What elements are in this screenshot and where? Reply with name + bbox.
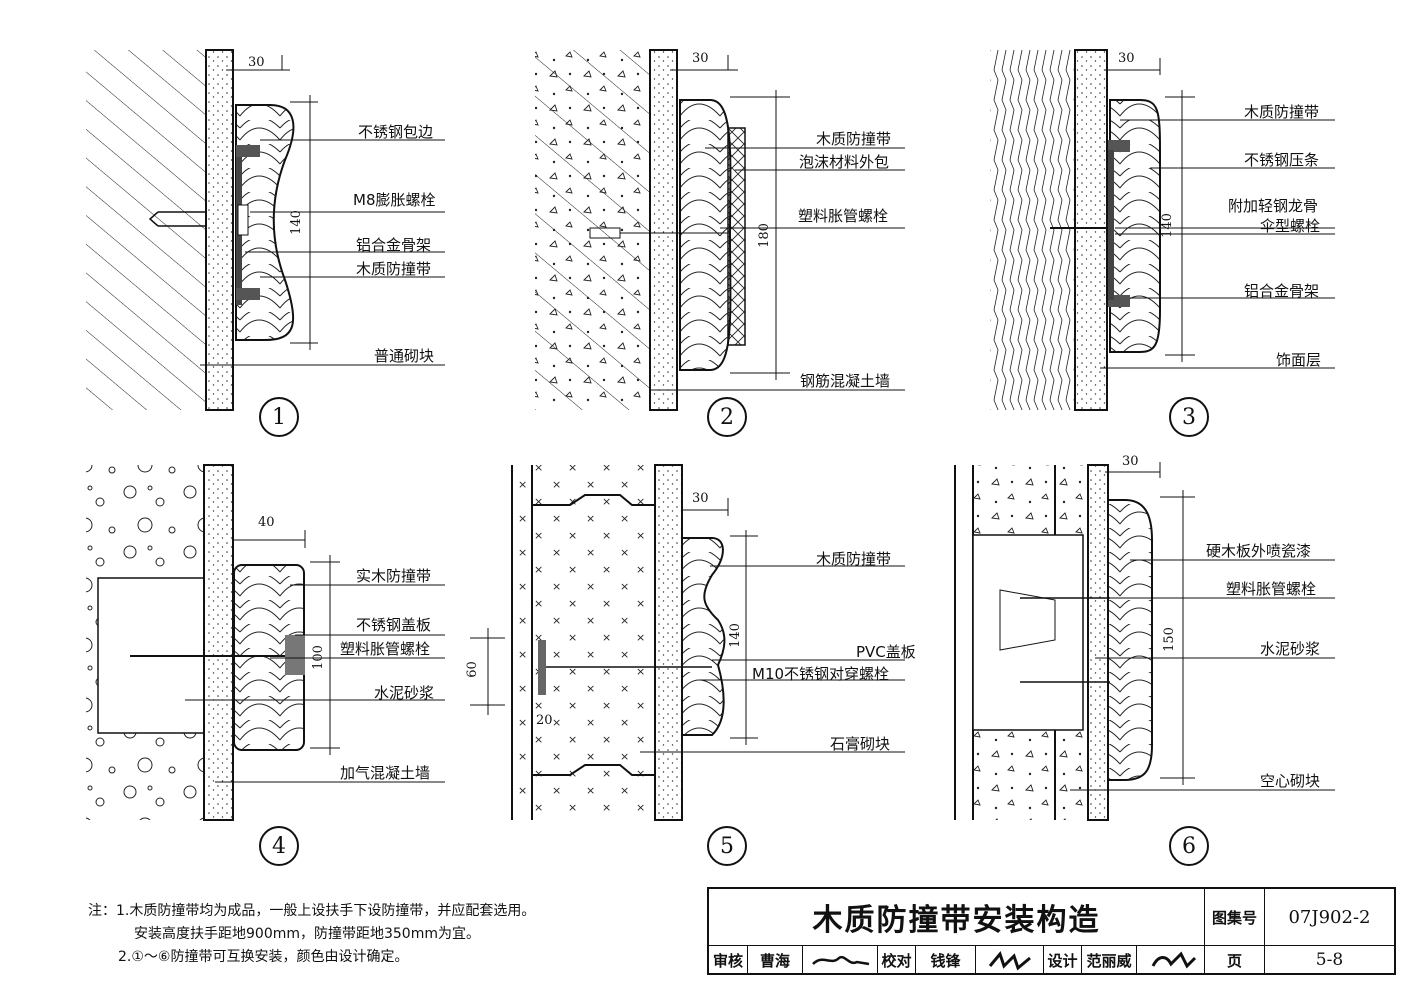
d5-dim-20: 20 <box>536 713 553 728</box>
d5-label-m10-through-bolt: M10不锈钢对穿螺栓 <box>752 665 890 683</box>
d5-dim-30: 30 <box>692 491 709 506</box>
designer-signature <box>1136 945 1204 975</box>
d2-dim-180: 180 <box>756 223 772 248</box>
d2-label-concrete-wall: 钢筋混凝土墙 <box>800 372 891 390</box>
d5-label-wood-bumper: 木质防撞带 <box>816 550 892 568</box>
d6-label-cement-mortar: 水泥砂浆 <box>1260 640 1321 658</box>
d1-dim-30: 30 <box>248 55 265 70</box>
note-2: 2.①～⑥防撞带可互换安装，颜色由设计确定。 <box>118 949 409 965</box>
checker-signature <box>975 945 1043 975</box>
title-block: 木质防撞带安装构造 图集号 07J902-2 审核 曹海 校对 钱锋 设计 范丽… <box>707 887 1396 975</box>
d4-label-cement-mortar: 水泥砂浆 <box>374 684 435 702</box>
detail-number-3: 3 <box>1169 397 1209 437</box>
d1-label-wood-bumper: 木质防撞带 <box>356 260 432 278</box>
detail-number-2: 2 <box>707 397 747 437</box>
d3-dim-30: 30 <box>1118 51 1135 66</box>
check-label: 校对 <box>877 945 915 975</box>
d1-label-block: 普通砌块 <box>374 347 435 365</box>
d5-dim-140: 140 <box>727 623 743 648</box>
reviewer-name: 曹海 <box>747 945 802 975</box>
reviewer-signature-image <box>812 955 870 966</box>
d6-label-hollow-block: 空心砌块 <box>1260 772 1321 790</box>
d3-label-stainless-strip: 不锈钢压条 <box>1244 151 1320 169</box>
drawing-title: 木质防撞带安装构造 <box>812 903 1101 938</box>
design-label: 设计 <box>1043 945 1081 975</box>
d6-dim-30: 30 <box>1122 454 1139 469</box>
detail-number-4: 4 <box>259 826 299 866</box>
d2-dim-30: 30 <box>692 51 709 66</box>
d4-dim-100: 100 <box>310 645 326 670</box>
d1-dim-140: 140 <box>288 210 304 235</box>
designer-signature-image <box>1151 951 1196 969</box>
review-label: 审核 <box>712 951 743 970</box>
detail-number-1: 1 <box>259 397 299 437</box>
d1-label-stainless-edge: 不锈钢包边 <box>358 123 434 141</box>
checker-signature-image <box>988 950 1031 971</box>
d6-label-plastic-anchor: 塑料胀管螺栓 <box>1226 580 1317 598</box>
d5-label-pvc-cover: PVC盖板 <box>856 643 916 661</box>
d4-label-stainless-cover: 不锈钢盖板 <box>356 616 432 634</box>
d3-label-umbrella-bolt: 伞型螺栓 <box>1260 217 1321 235</box>
d6-label-hardwood-enamel: 硬木板外喷瓷漆 <box>1206 542 1312 560</box>
atlas-label: 图集号 <box>1204 889 1264 945</box>
note-1: 注：1.木质防撞带均为成品，一般上设扶手下设防撞带，并应配套选用。 <box>88 903 536 919</box>
d6-dim-150: 150 <box>1161 627 1177 652</box>
atlas-number: 07J902-2 <box>1264 889 1394 945</box>
detail-number-5: 5 <box>707 826 747 866</box>
d2-label-plastic-anchor: 塑料胀管螺栓 <box>798 207 889 225</box>
d3-label-aluminum-frame: 铝合金骨架 <box>1244 282 1320 300</box>
d2-label-foam-wrap: 泡沫材料外包 <box>799 153 890 171</box>
d3-label-light-steel-keel: 附加轻钢龙骨 <box>1228 197 1319 215</box>
d4-label-plastic-anchor: 塑料胀管螺栓 <box>340 640 431 658</box>
d3-dim-140: 140 <box>1159 213 1175 238</box>
detail-number-6: 6 <box>1169 826 1209 866</box>
d4-label-solid-wood-bumper: 实木防撞带 <box>356 567 432 585</box>
d4-dim-40: 40 <box>258 515 275 530</box>
notes: 注：1.木质防撞带均为成品，一般上设扶手下设防撞带，并应配套选用。 安装高度扶手… <box>88 900 535 969</box>
d3-label-wood-bumper: 木质防撞带 <box>1244 103 1320 121</box>
reviewer-signature <box>802 945 877 975</box>
d4-label-aerated-concrete: 加气混凝土墙 <box>340 764 431 782</box>
d1-label-aluminum-frame: 铝合金骨架 <box>356 236 432 254</box>
designer-name: 范丽威 <box>1081 945 1136 975</box>
d3-label-finish-layer: 饰面层 <box>1276 351 1322 369</box>
d5-label-gypsum-block: 石膏砌块 <box>830 735 891 753</box>
d1-label-m8-bolt: M8膨胀螺栓 <box>353 191 436 209</box>
note-1-cont: 安装高度扶手距地900mm，防撞带距地350mm为宜。 <box>134 926 480 942</box>
d2-label-wood-bumper: 木质防撞带 <box>816 130 892 148</box>
d5-dim-60: 60 <box>464 661 480 678</box>
checker-name: 钱锋 <box>915 945 975 975</box>
page-number: 5-8 <box>1264 945 1394 975</box>
page-label: 页 <box>1204 945 1264 975</box>
